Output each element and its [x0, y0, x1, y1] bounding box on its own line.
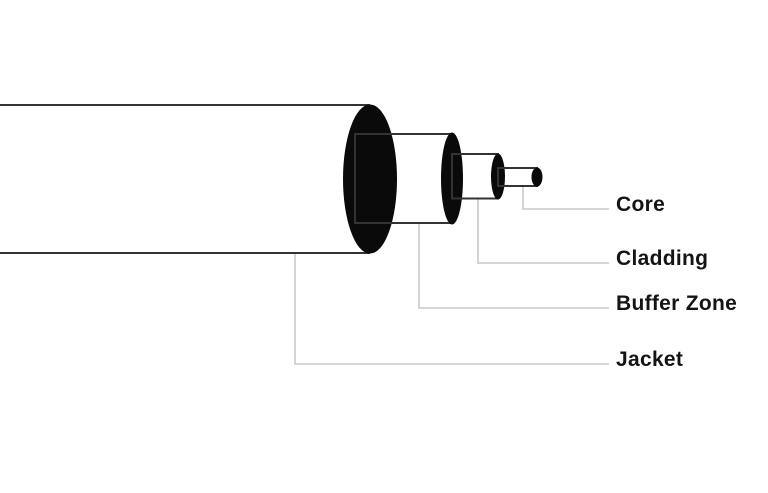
leader-line-jacket — [294, 254, 609, 365]
core-end-ellipse — [531, 167, 543, 187]
leader-line-buffer-zone — [418, 224, 609, 309]
label-cladding: Cladding — [616, 247, 709, 270]
jacket-end-ellipse — [343, 104, 397, 254]
label-jacket: Jacket — [616, 348, 684, 371]
leader-line-cladding — [477, 199, 609, 264]
label-buffer-zone: Buffer Zone — [616, 292, 738, 315]
label-core: Core — [616, 193, 666, 216]
leader-line-core — [522, 187, 609, 210]
